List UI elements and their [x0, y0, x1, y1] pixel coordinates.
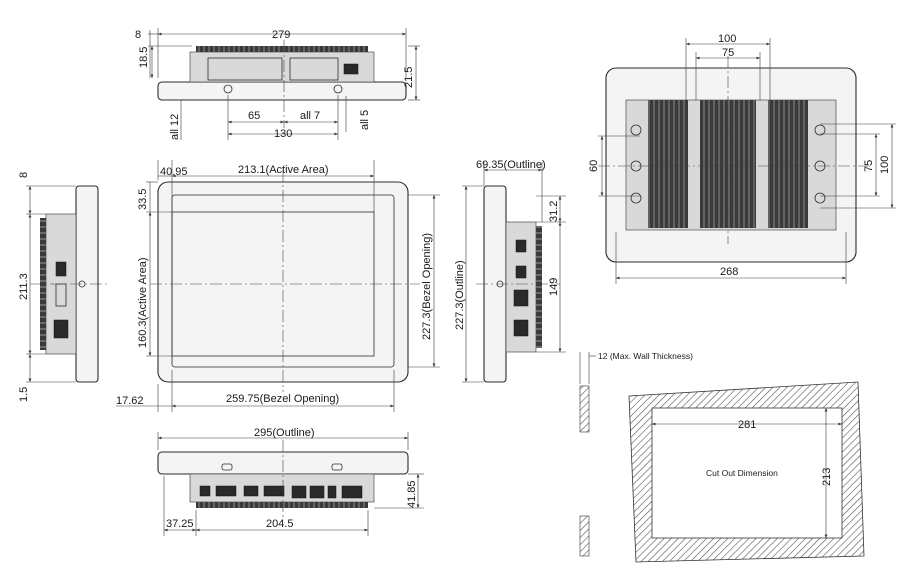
- right-connector-serial-2: [513, 319, 529, 337]
- top-view-mount-right: [333, 84, 343, 94]
- bottom-slot-left: [221, 463, 233, 471]
- cutout-label: Cut Out Dimension: [706, 468, 778, 478]
- top-dim-21-5: 21.5: [403, 67, 415, 88]
- rear-mount-6: [814, 192, 826, 204]
- wall-section-bottom: [579, 515, 590, 557]
- top-dim-8: 8: [135, 29, 141, 41]
- left-fins: [40, 218, 46, 350]
- bottom-slot-right: [331, 463, 343, 471]
- front-dim-33-5: 33.5: [137, 189, 149, 210]
- rear-mount-3: [630, 192, 642, 204]
- bottom-port-usb: [327, 485, 337, 499]
- bottom-port-power: [199, 485, 211, 497]
- front-dim-bezel-height: 227.3(Bezel Opening): [421, 233, 433, 340]
- rear-heatsink-right: [768, 100, 808, 228]
- top-view-heatsink: [196, 46, 368, 52]
- bottom-port-lan1: [291, 485, 307, 499]
- rear-mount-1: [630, 124, 642, 136]
- rear-mount-4: [814, 124, 826, 136]
- bottom-dim-37-25: 37.25: [166, 518, 194, 530]
- right-dim-69-35: 69.35(Outline): [476, 159, 546, 171]
- left-connector-top: [55, 261, 67, 277]
- wall-thickness-note: 12 (Max. Wall Thickness): [598, 351, 693, 361]
- top-view-panel-left: [207, 57, 283, 81]
- right-connector-mid: [515, 265, 527, 279]
- rear-dim-100-top: 100: [718, 33, 736, 45]
- wall-section-top: [579, 385, 590, 433]
- cutout-opening: [651, 407, 843, 539]
- rear-heatsink-left: [648, 100, 688, 228]
- left-side-view: 8 211.3 1.5: [18, 172, 110, 402]
- front-view: 40.95 213.1(Active Area) 33.5 160.3(Acti…: [116, 160, 440, 412]
- bottom-view: 295(Outline) 41.85 37.25 204.5: [157, 427, 424, 536]
- bottom-port-com2: [263, 485, 285, 497]
- rear-view: 100 75 60 75 100 268: [588, 33, 896, 284]
- left-connector-serial: [53, 319, 69, 339]
- top-view-panel-right: [289, 57, 339, 81]
- rear-dim-60: 60: [588, 160, 600, 172]
- front-dim-active-width: 213.1(Active Area): [238, 164, 329, 176]
- cutout-height: 213: [821, 468, 833, 486]
- right-connector-top: [515, 239, 527, 253]
- top-view: 8 279 18.5 21.5 65 all 7 130 all 12 all …: [135, 28, 420, 140]
- rear-dim-100-side: 100: [879, 156, 891, 174]
- left-dim-211-3: 211.3: [18, 273, 30, 300]
- right-fins: [536, 226, 542, 348]
- front-dim-active-height: 160.3(Active Area): [137, 258, 149, 349]
- right-connector-serial-1: [513, 289, 529, 307]
- right-dim-31-2: 31.2: [548, 201, 560, 222]
- left-dim-8: 8: [18, 172, 30, 178]
- bottom-dim-295: 295(Outline): [254, 427, 315, 439]
- top-dim-all-5: all 5: [359, 110, 371, 130]
- top-dim-130: 130: [274, 128, 292, 140]
- cutout-width: 281: [738, 419, 756, 431]
- front-dim-17-62: 17.62: [116, 395, 144, 407]
- right-dim-149: 149: [548, 278, 560, 296]
- front-dim-40-95: 40.95: [160, 166, 188, 178]
- bottom-dim-41-85: 41.85: [406, 480, 418, 508]
- top-dim-all-7: all 7: [300, 110, 320, 122]
- right-dim-227-3: 227.3(Outline): [454, 260, 466, 330]
- bottom-port-terminal: [341, 485, 363, 499]
- top-view-mount-left: [223, 84, 233, 94]
- left-dim-1-5: 1.5: [18, 387, 30, 402]
- bottom-port-hdmi: [243, 485, 259, 497]
- bottom-dim-204-5: 204.5: [266, 518, 294, 530]
- top-dim-65: 65: [248, 110, 260, 122]
- bottom-port-com1: [215, 485, 237, 497]
- cutout-view: 12 (Max. Wall Thickness) 281 213 Cut Out…: [579, 351, 865, 563]
- top-dim-all-12: all 12: [169, 114, 181, 140]
- top-view-port: [343, 63, 359, 75]
- right-side-view: 69.35(Outline) 31.2 227.3(Outline) 149: [454, 159, 566, 383]
- bottom-fins: [196, 502, 368, 508]
- top-dim-18-5: 18.5: [138, 47, 150, 68]
- rear-dim-268: 268: [720, 266, 738, 278]
- rear-dim-75-side: 75: [863, 160, 875, 172]
- bottom-port-lan2: [309, 485, 325, 499]
- rear-dim-75-top: 75: [722, 47, 734, 59]
- front-dim-bezel-width: 259.75(Bezel Opening): [226, 393, 339, 405]
- top-dim-279: 279: [272, 29, 290, 41]
- top-view-bezel: [157, 81, 407, 101]
